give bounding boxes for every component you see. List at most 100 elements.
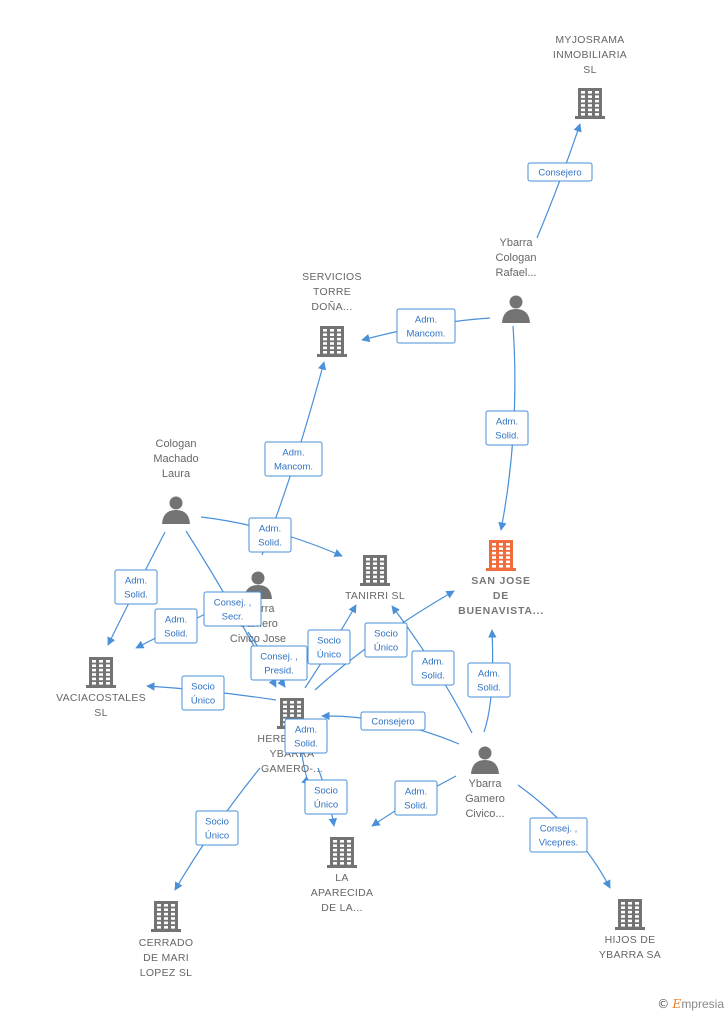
relation-label-text: Único <box>314 800 338 811</box>
relation-label-e6[interactable]: Adm.Solid. <box>114 569 158 605</box>
relation-label-e7[interactable]: Adm.Solid. <box>154 608 198 644</box>
node-tanirri[interactable]: TANIRRI SL <box>345 555 405 602</box>
relation-label-text: Único <box>205 831 229 842</box>
building-window <box>628 902 632 905</box>
relation-label-box <box>304 779 348 815</box>
building-window <box>171 917 175 920</box>
relation-label-text: Adm. <box>282 448 304 459</box>
building-window <box>340 840 344 843</box>
building-icon <box>486 540 516 571</box>
building-window <box>492 543 496 546</box>
relation-label-text: Solid. <box>258 538 282 549</box>
building-base <box>615 927 645 930</box>
relation-label-box <box>114 569 158 605</box>
building-window <box>621 906 625 909</box>
building-window <box>337 346 341 350</box>
building-window <box>506 543 510 546</box>
building-window <box>366 566 370 570</box>
building-window <box>106 673 110 676</box>
building-base <box>575 116 605 119</box>
building-window <box>283 705 287 708</box>
person-head <box>509 295 523 309</box>
building-window <box>106 664 110 667</box>
node-label-line: LA <box>335 872 348 884</box>
building-window <box>157 912 161 916</box>
relation-label-box <box>195 810 239 846</box>
node-label-line: DE LA... <box>321 902 363 914</box>
building-icon <box>317 326 347 357</box>
relation-label-e20[interactable]: Consej. ,Vicepres. <box>529 817 588 853</box>
building-window <box>99 682 103 685</box>
building-window <box>588 91 592 94</box>
relation-label-e9[interactable]: Consej. ,Presid. <box>250 645 308 681</box>
building-window <box>337 351 341 354</box>
node-label-line: SL <box>94 707 107 719</box>
relation-label-box <box>154 608 198 644</box>
building-window <box>337 342 341 345</box>
node-label-line: YBARRA SA <box>599 949 661 961</box>
node-label-line: MYJOSRAMA <box>555 34 624 46</box>
person-icon <box>471 746 499 774</box>
relation-label-e18[interactable]: Adm.Solid. <box>394 780 438 816</box>
building-window <box>506 560 510 564</box>
relation-label-e3[interactable]: Adm.Solid. <box>485 410 529 446</box>
relation-label-e14[interactable]: Adm.Solid. <box>467 662 511 698</box>
relation-label-e5[interactable]: Adm.Solid. <box>248 517 292 553</box>
relation-label-e13[interactable]: Adm.Solid. <box>411 650 455 686</box>
building-base <box>327 865 357 868</box>
building-window <box>373 580 377 583</box>
node-san-jose[interactable]: SAN JOSEDEBUENAVISTA... <box>458 540 544 617</box>
node-label-line: GAMERO-... <box>261 763 323 775</box>
node-label-line: Civico Jose <box>230 633 286 645</box>
brand-initial: E <box>672 997 682 1011</box>
relation-label-e8[interactable]: Consej. ,Secr. <box>203 591 262 627</box>
relation-label-e16[interactable]: Adm.Solid. <box>284 718 328 754</box>
relation-label-text: Único <box>374 643 398 654</box>
node-label-line: Cologan <box>496 252 537 264</box>
building-window <box>99 664 103 667</box>
node-label-line: Ybarra <box>499 237 533 249</box>
relation-label-text: Solid. <box>421 671 445 682</box>
building-icon <box>86 657 116 688</box>
relation-label-e2[interactable]: Adm.Mancom. <box>396 308 456 344</box>
building-window <box>366 558 370 561</box>
building-window <box>347 840 351 843</box>
building-window <box>330 342 334 345</box>
node-ybarra-cologan[interactable]: YbarraCologanRafael... <box>496 237 537 323</box>
relation-label-e15[interactable]: Consejero <box>360 711 426 731</box>
relation-label-box <box>396 308 456 344</box>
building-window <box>380 558 384 561</box>
relation-label-text: Adm. <box>295 725 317 736</box>
node-label-line: Rafael... <box>496 267 537 279</box>
node-ybarra-gamero[interactable]: YbarraGameroCivico... <box>465 746 505 821</box>
building-window <box>621 915 625 918</box>
relation-label-text: Solid. <box>164 629 188 640</box>
building-icon <box>327 837 357 868</box>
node-servicios[interactable]: SERVICIOSTORREDOÑA... <box>302 271 362 357</box>
building-window <box>492 556 496 559</box>
building-icon <box>575 88 605 119</box>
building-icon <box>360 555 390 586</box>
building-window <box>492 547 496 550</box>
relation-label-box <box>467 662 511 698</box>
building-window <box>323 351 327 354</box>
building-window <box>595 91 599 94</box>
relation-label-e1[interactable]: Consejero <box>527 162 593 182</box>
relation-label-text: Mancom. <box>274 462 313 473</box>
building-window <box>628 906 632 909</box>
relation-label-e4[interactable]: Adm. Mancom. <box>264 441 323 477</box>
building-window <box>330 329 334 332</box>
relation-label-box <box>411 650 455 686</box>
